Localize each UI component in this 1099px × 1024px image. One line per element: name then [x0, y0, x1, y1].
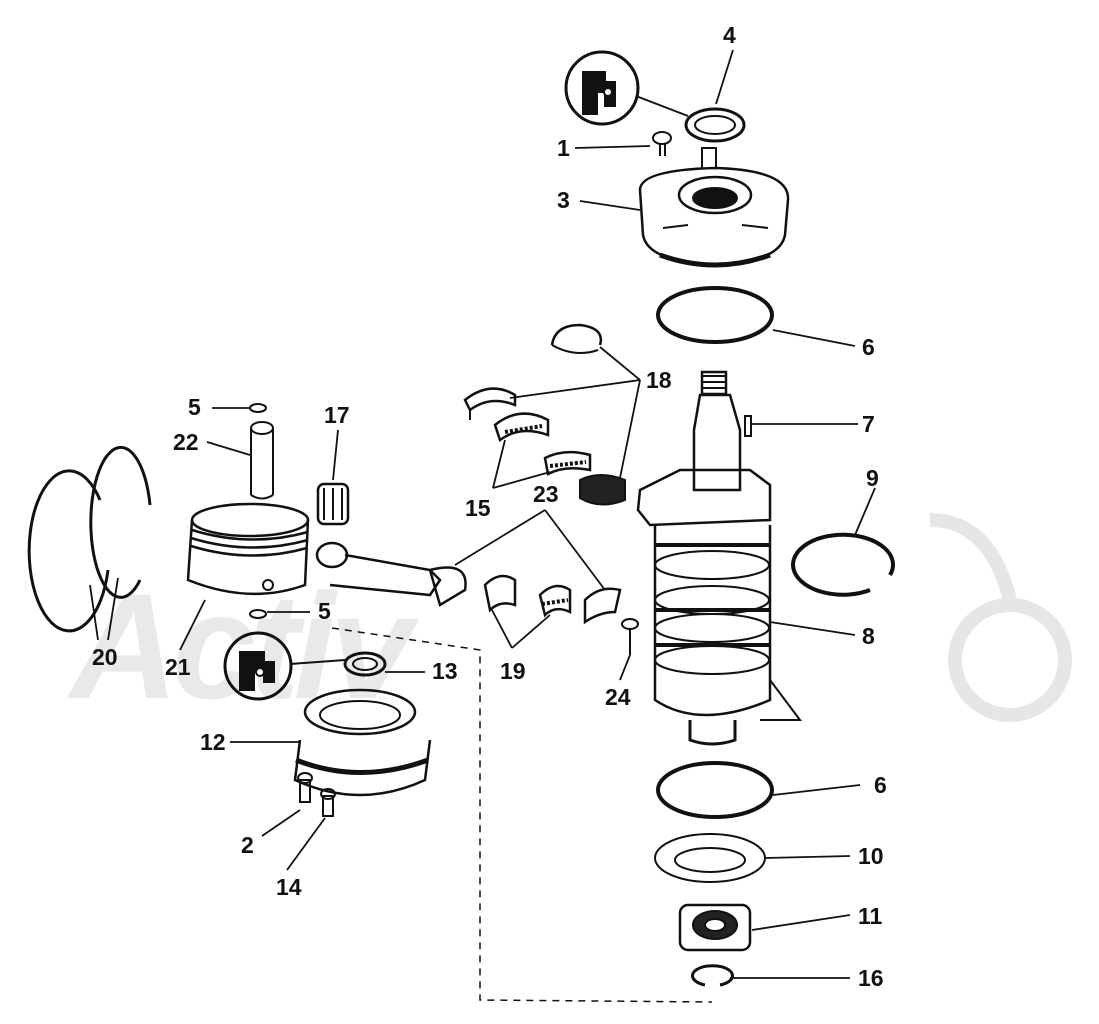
ball-bearing-11 [678, 903, 752, 952]
callout-15: 15 [465, 495, 491, 521]
piston-rings-20 [27, 445, 152, 633]
callout-24: 24 [605, 684, 631, 710]
o-ring-6-upper [656, 286, 774, 344]
callout-9: 9 [866, 465, 879, 491]
caged-bearing-15b [543, 450, 592, 476]
screw-2 [297, 772, 313, 803]
callout-2: 2 [241, 832, 254, 858]
callout-12: 12 [200, 729, 226, 755]
callout-13: 13 [432, 658, 458, 684]
callout-19: 19 [500, 658, 526, 684]
callout-6-upper: 6 [862, 334, 875, 360]
leader-lines [89, 49, 876, 979]
crankshaft-8 [636, 370, 802, 746]
callout-11: 11 [858, 903, 883, 929]
bearing-half-19b [538, 584, 572, 618]
callout-23: 23 [533, 481, 559, 507]
callout-6-lower: 6 [874, 772, 887, 798]
screw-24 [621, 618, 639, 655]
key-7 [744, 415, 752, 437]
callout-22: 22 [173, 429, 199, 455]
connecting-rod [315, 541, 467, 607]
lower-bearing-housing-12 [293, 688, 432, 797]
caged-bearing-15a [493, 412, 550, 443]
bearing-half-18a [463, 387, 517, 420]
upper-bearing-housing-3 [638, 147, 790, 268]
piston-pin-22 [250, 421, 274, 500]
callout-20: 20 [92, 644, 118, 670]
pin-retainer-5-lower [249, 609, 267, 619]
rod-cap-23 [583, 587, 622, 625]
callout-10: 10 [858, 843, 884, 869]
callout-16: 16 [858, 965, 884, 991]
callout-17: 17 [324, 402, 350, 428]
bearing-ring-18 [550, 323, 603, 355]
piston-21 [186, 502, 310, 596]
callout-5-lower: 5 [318, 598, 331, 624]
callout-1: 1 [557, 135, 570, 161]
bearing-half-18b [579, 474, 626, 506]
o-ring-6-lower [656, 761, 774, 819]
top-seal-detail-inset [564, 50, 689, 126]
callout-7: 7 [862, 411, 875, 437]
bearing-half-19a [483, 574, 517, 613]
seal-13 [343, 651, 387, 677]
seal-ring-4 [684, 107, 746, 143]
pin-retainer-5-upper [249, 403, 267, 413]
gasket-10 [654, 833, 766, 883]
callout-21: 21 [165, 654, 191, 680]
retaining-ring-16 [691, 964, 734, 987]
callout-14: 14 [276, 874, 302, 900]
screw-14 [320, 788, 336, 817]
assembly-dashed-line [331, 627, 713, 1003]
retaining-ring-9 [791, 532, 896, 597]
lower-seal-detail-inset [223, 631, 346, 701]
callout-3: 3 [557, 187, 570, 213]
callout-5-upper: 5 [188, 394, 201, 420]
callout-4: 4 [723, 22, 736, 48]
needle-bearing-17 [316, 482, 350, 526]
callout-18: 18 [646, 367, 672, 393]
callout-8: 8 [862, 623, 875, 649]
watermark-wheel [929, 513, 1072, 722]
screw-1 [652, 131, 672, 156]
